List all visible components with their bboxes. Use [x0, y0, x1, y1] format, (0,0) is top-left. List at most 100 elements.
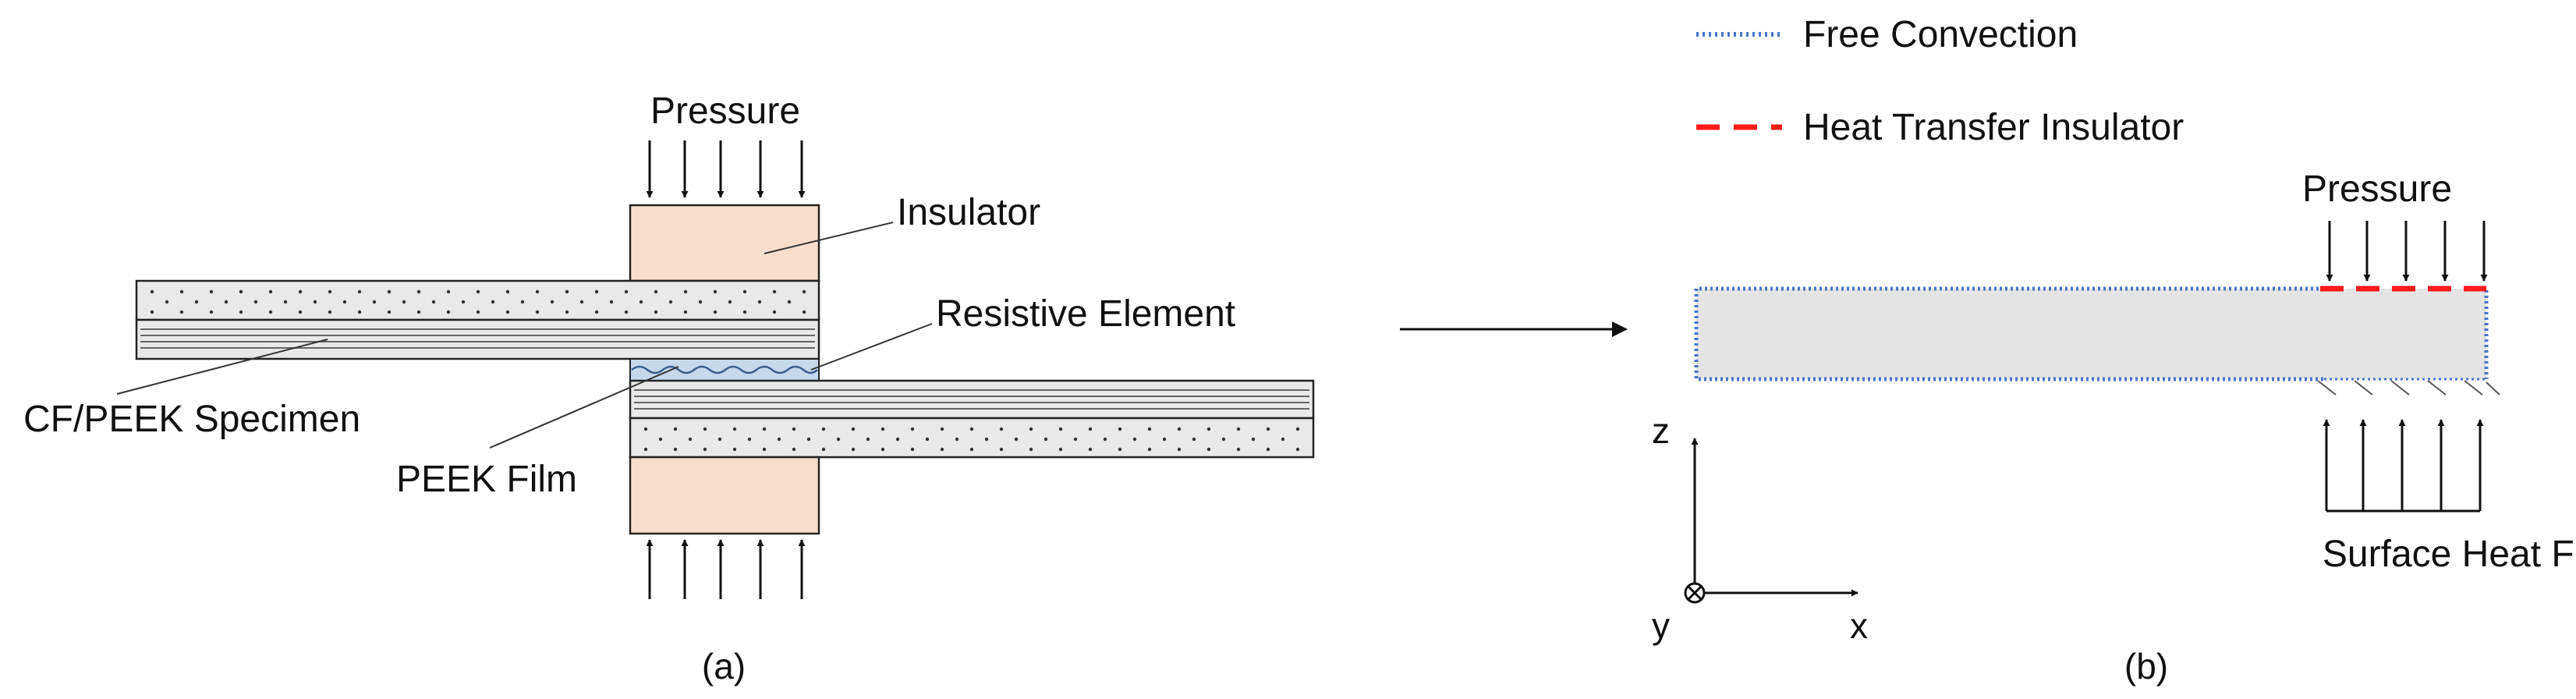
matrix-dot [1295, 447, 1300, 452]
matrix-dot [565, 310, 569, 314]
specimen-label: CF/PEEK Specimen [23, 399, 360, 440]
matrix-dot [802, 289, 806, 294]
matrix-dot [1162, 437, 1167, 442]
matrix-dot [179, 289, 184, 294]
matrix-dot [747, 437, 752, 442]
upper-specimen-dotted [135, 279, 820, 321]
matrix-dot [431, 300, 436, 304]
matrix-dot [1073, 437, 1078, 442]
insulator-top [629, 204, 820, 282]
matrix-dot [881, 447, 885, 452]
matrix-dot [732, 427, 737, 431]
matrix-dot [802, 310, 806, 314]
legend-convection-label: Free Convection [1803, 14, 2078, 55]
matrix-dot [1058, 447, 1063, 452]
matrix-dot [683, 310, 688, 314]
matrix-dot [1058, 427, 1063, 431]
matrix-dot [643, 427, 648, 431]
pressure-arrows-top [646, 140, 806, 198]
matrix-dot [1118, 447, 1122, 452]
matrix-dot [955, 437, 959, 442]
resistive-element-wire [631, 365, 818, 374]
matrix-dot [1266, 447, 1270, 452]
matrix-dot [224, 300, 229, 304]
matrix-dot [683, 289, 688, 294]
matrix-dot [1147, 427, 1152, 431]
matrix-dot [165, 300, 169, 304]
matrix-dot [910, 447, 915, 452]
pressure-label-b: Pressure [2302, 169, 2452, 210]
matrix-dot [703, 447, 707, 452]
matrix-dot [1118, 427, 1122, 431]
matrix-dot [313, 300, 317, 304]
matrix-dot [328, 310, 332, 314]
free-convection-boundary [1694, 286, 2324, 381]
peek-film-label: PEEK Film [396, 459, 577, 500]
matrix-dot [446, 289, 451, 294]
matrix-dot [1236, 427, 1241, 431]
matrix-dot [821, 447, 826, 452]
matrix-dot [1103, 437, 1107, 442]
matrix-dot [372, 300, 377, 304]
matrix-dot [772, 310, 777, 314]
matrix-dot [688, 437, 693, 442]
coordinate-axes [1684, 438, 1858, 604]
caption-b: (b) [2124, 646, 2168, 687]
matrix-dot [1088, 447, 1093, 452]
matrix-dot [1295, 427, 1300, 431]
lower-specimen-dots [643, 427, 1300, 452]
matrix-dot [283, 300, 288, 304]
matrix-dot [762, 447, 767, 452]
matrix-dot [728, 300, 732, 304]
matrix-dot [910, 427, 915, 431]
panel-b: Free Convection Heat Transfer Insulator … [1652, 14, 2576, 687]
upper-specimen-laminate [135, 318, 820, 360]
matrix-dot [1266, 427, 1270, 431]
matrix-dot [762, 427, 767, 431]
matrix-dot [550, 300, 555, 304]
matrix-dot [732, 447, 737, 452]
matrix-dot [328, 289, 332, 294]
matrix-dot [505, 289, 510, 294]
matrix-dot [179, 310, 184, 314]
matrix-dot [491, 300, 495, 304]
matrix-dot [984, 437, 989, 442]
matrix-dot [505, 310, 510, 314]
matrix-dot [402, 300, 406, 304]
matrix-dot [624, 289, 629, 294]
matrix-dot [713, 289, 718, 294]
matrix-dot [194, 300, 199, 304]
matrix-dot [565, 289, 569, 294]
matrix-dot [654, 310, 658, 314]
matrix-dot [792, 447, 796, 452]
matrix-dot [253, 300, 258, 304]
matrix-dot [673, 447, 678, 452]
matrix-dot [357, 289, 362, 294]
matrix-dot [1177, 447, 1182, 452]
matrix-dot [999, 427, 1004, 431]
matrix-dot [461, 300, 466, 304]
matrix-dot [698, 300, 703, 304]
pressure-label-a: Pressure [650, 90, 800, 132]
lower-specimen-laminate [629, 379, 1315, 420]
matrix-dot [742, 289, 747, 294]
matrix-dot [881, 427, 885, 431]
matrix-dot [757, 300, 762, 304]
matrix-dot [643, 447, 648, 452]
matrix-dot [1014, 437, 1019, 442]
pressure-arrows-bottom [646, 539, 806, 599]
matrix-dot [1088, 427, 1093, 431]
matrix-dot [668, 300, 673, 304]
matrix-dot [1251, 437, 1256, 442]
resistive-element-label: Resistive Element [936, 293, 1235, 335]
matrix-dot [1192, 437, 1196, 442]
matrix-dot [1044, 437, 1048, 442]
matrix-dot [150, 289, 154, 294]
matrix-dot [703, 427, 707, 431]
matrix-dot [895, 437, 900, 442]
matrix-dot [357, 310, 362, 314]
matrix-dot [969, 447, 974, 452]
axis-z-label: z [1652, 410, 1670, 451]
matrix-dot [777, 437, 781, 442]
matrix-dot [624, 310, 629, 314]
